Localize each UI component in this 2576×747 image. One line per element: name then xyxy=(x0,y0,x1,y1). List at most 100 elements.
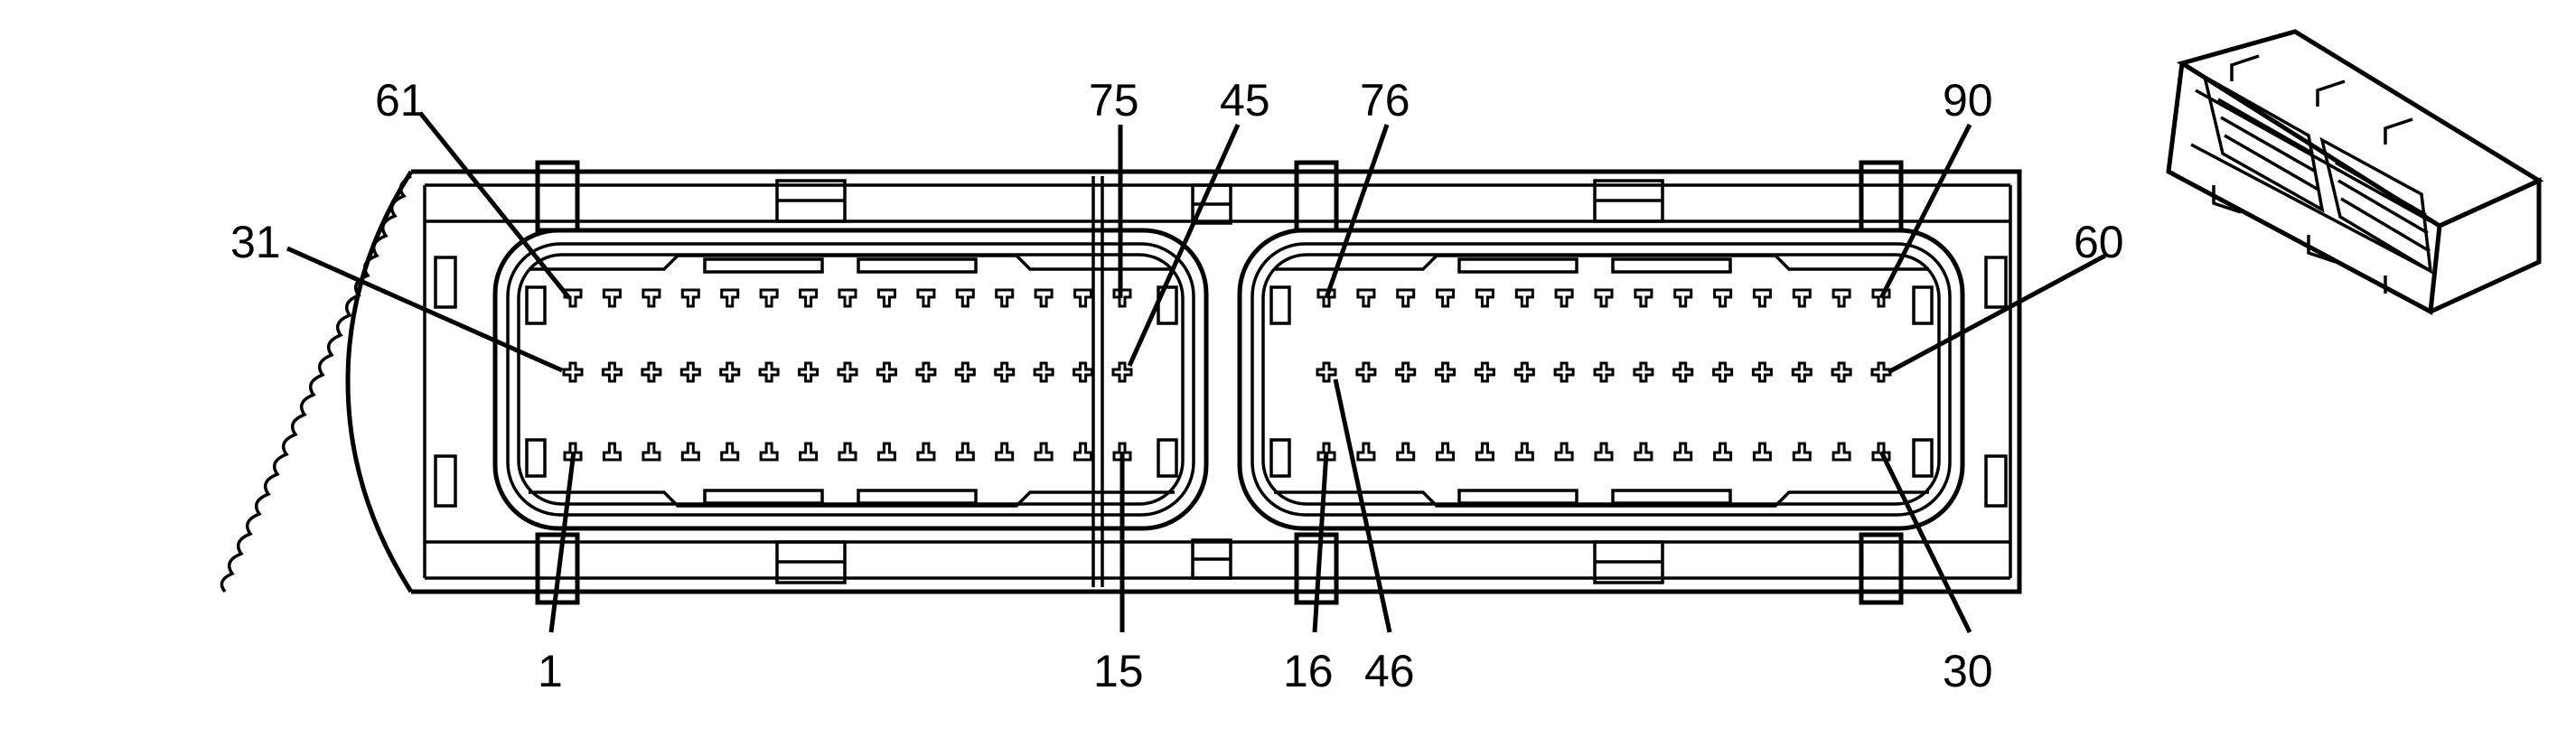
leader-76 xyxy=(1324,124,1390,299)
left-pin-cavity xyxy=(799,442,819,462)
pin-label-16: 16 xyxy=(1283,646,1334,696)
pin-label-1: 1 xyxy=(538,646,563,696)
right-pin-cavity xyxy=(1355,361,1377,383)
left-pin-cavity xyxy=(876,361,897,383)
right-pin-cavity xyxy=(1513,361,1535,383)
right-pin-cavity xyxy=(1593,361,1615,383)
left-pin-cavity xyxy=(720,442,740,462)
right-pin-cavity xyxy=(1751,361,1773,383)
right-pin-cavity xyxy=(1396,288,1416,308)
left-pin-cavity xyxy=(602,442,622,462)
right-pin-cavity xyxy=(1436,442,1456,462)
right-pin-cavity xyxy=(1396,442,1416,462)
right-pin-cavity xyxy=(1752,442,1772,462)
pin-label-31: 31 xyxy=(230,217,281,267)
right-pin-cavities xyxy=(1316,288,1892,462)
left-pin-cavity xyxy=(837,361,858,383)
right-pin-cavity xyxy=(1474,361,1495,383)
right-pin-cavity xyxy=(1475,288,1494,308)
right-pin-cavity xyxy=(1870,361,1892,383)
left-pin-cavity xyxy=(995,288,1015,308)
left-pin-cavity xyxy=(1073,288,1093,308)
left-pin-cavity xyxy=(799,288,819,308)
right-pin-cavity xyxy=(1673,442,1693,462)
right-pin-cavity xyxy=(1831,288,1851,308)
right-pin-section xyxy=(1237,228,1965,531)
leader-30 xyxy=(1878,450,1972,634)
left-pin-cavity xyxy=(680,288,700,308)
pin-label-75: 75 xyxy=(1089,75,1139,126)
right-pin-cavity xyxy=(1673,288,1693,308)
left-pin-cavity xyxy=(641,361,662,383)
leader-46 xyxy=(1333,378,1392,633)
left-pin-cavity xyxy=(1034,442,1054,462)
right-pin-cavity xyxy=(1594,442,1614,462)
right-pin-cavity xyxy=(1553,361,1575,383)
connector-housing xyxy=(220,169,2022,594)
left-pin-cavity xyxy=(759,442,779,462)
leader-lines xyxy=(286,111,2107,634)
left-pin-cavity xyxy=(680,442,700,462)
left-pin-cavity xyxy=(720,288,740,308)
left-pin-cavity xyxy=(838,442,857,462)
left-pin-cavity xyxy=(916,288,936,308)
right-pin-cavity xyxy=(1594,288,1614,308)
right-pin-cavity xyxy=(1634,288,1653,308)
left-pin-cavity xyxy=(955,442,975,462)
right-pin-cavity xyxy=(1554,288,1574,308)
left-pin-cavity xyxy=(798,361,820,383)
right-pin-cavity xyxy=(1713,288,1733,308)
left-pin-cavity xyxy=(602,288,622,308)
right-pin-cavity xyxy=(1713,442,1733,462)
right-pin-cavity xyxy=(1712,361,1734,383)
leader-45 xyxy=(1127,123,1241,368)
left-pin-cavity xyxy=(995,442,1015,462)
right-pin-cavity xyxy=(1831,361,1852,383)
right-pin-cavity xyxy=(1831,442,1851,462)
right-pin-cavity xyxy=(1475,442,1494,462)
left-pin-cavity xyxy=(679,361,701,383)
pin-label-61: 61 xyxy=(375,75,426,126)
left-pin-section xyxy=(492,228,1209,531)
pin-number-labels: 61 31 75 45 76 90 60 1 15 16 46 30 xyxy=(230,75,2124,696)
right-pin-cavity xyxy=(1633,361,1654,383)
leader-31 xyxy=(286,246,564,373)
left-pin-cavity xyxy=(955,288,975,308)
pin-label-60: 60 xyxy=(2074,217,2124,267)
left-pin-cavity xyxy=(1111,361,1133,383)
leader-61 xyxy=(418,111,571,300)
connector-3d-thumbnail xyxy=(2166,29,2544,315)
left-pin-cavity xyxy=(1033,361,1054,383)
leader-60 xyxy=(1887,253,2107,375)
leader-16 xyxy=(1312,451,1329,633)
right-pin-cavity xyxy=(1792,442,1812,462)
right-pin-cavity xyxy=(1356,288,1376,308)
left-pin-cavity xyxy=(759,288,779,308)
left-pin-cavity xyxy=(1073,442,1093,462)
right-pin-cavity xyxy=(1554,442,1574,462)
left-pin-cavity xyxy=(876,442,896,462)
left-pin-cavity xyxy=(915,361,937,383)
right-pin-cavity xyxy=(1316,361,1337,383)
right-pin-cavity xyxy=(1791,361,1813,383)
pin-label-90: 90 xyxy=(1943,75,1993,126)
right-pin-cavity xyxy=(1436,288,1456,308)
left-pin-cavity xyxy=(876,288,896,308)
left-pin-cavity xyxy=(916,442,936,462)
left-pin-cavity xyxy=(954,361,976,383)
pin-label-30: 30 xyxy=(1943,646,1993,696)
right-pin-cavity xyxy=(1395,361,1417,383)
right-pin-cavity xyxy=(1514,288,1534,308)
left-pin-cavity xyxy=(1034,288,1054,308)
left-pin-cavity xyxy=(1073,361,1094,383)
pin-label-76: 76 xyxy=(1360,75,1410,126)
left-pin-cavity xyxy=(719,361,741,383)
left-pin-cavity xyxy=(758,361,780,383)
right-pin-cavity xyxy=(1435,361,1457,383)
left-pin-cavity xyxy=(838,288,857,308)
right-pin-cavity xyxy=(1752,288,1772,308)
leader-90 xyxy=(1878,123,1972,300)
pin-label-15: 15 xyxy=(1093,646,1144,696)
right-pin-cavity xyxy=(1634,442,1653,462)
